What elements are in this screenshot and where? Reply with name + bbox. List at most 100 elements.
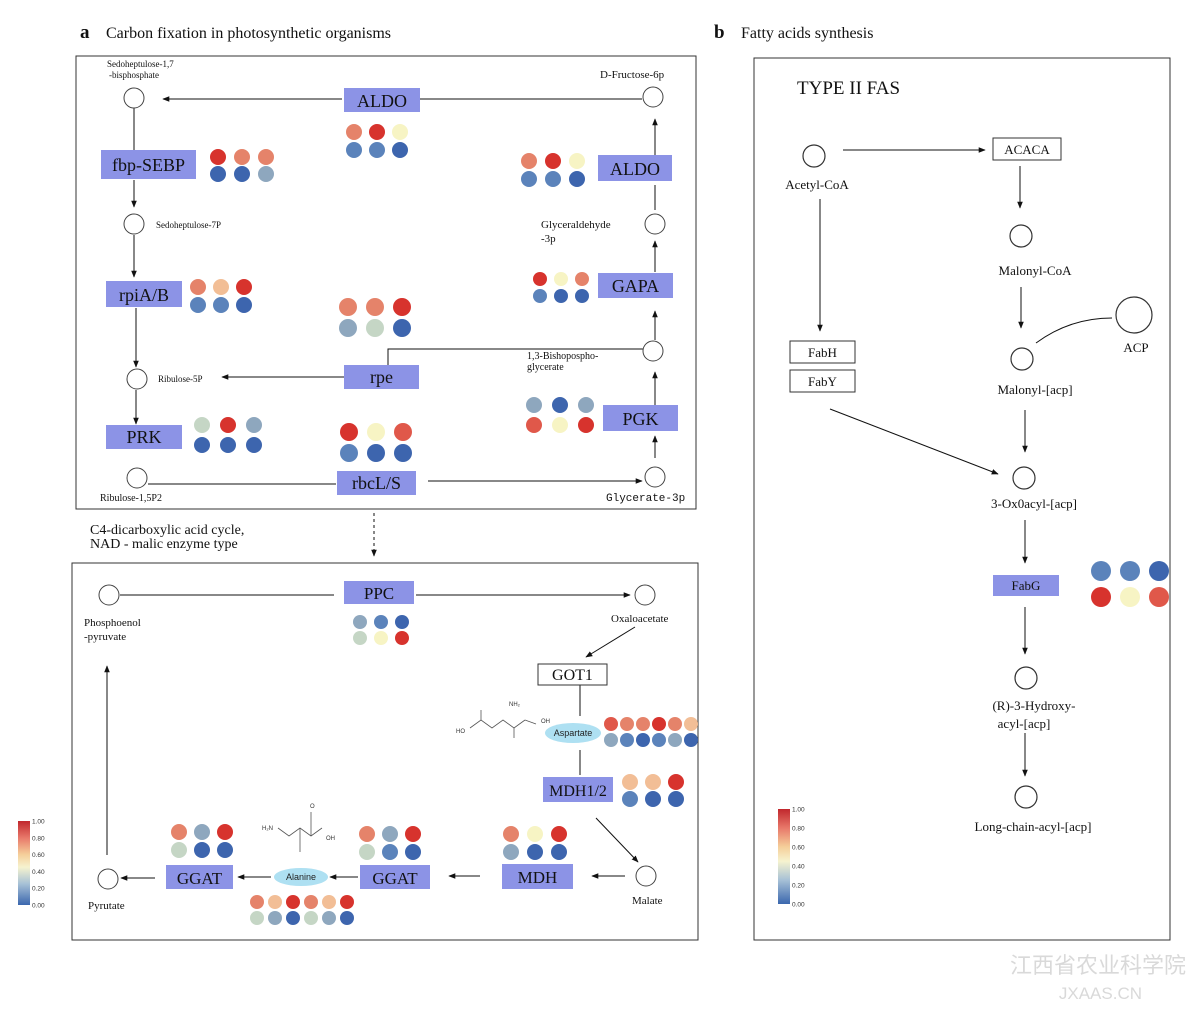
heat-dot-ggat-left-1-1: [194, 842, 210, 858]
enzyme-prk: PRK: [106, 425, 182, 449]
enzyme-acaca: ACACA: [992, 137, 1062, 161]
phosphoenol-label-2: -pyruvate: [84, 631, 126, 643]
enzyme-aldo-right: ALDO: [598, 155, 672, 181]
heat-dot-mdh-0-0: [503, 826, 519, 842]
heat-dot-aspartate-1-1: [620, 733, 634, 747]
scale-tick-0-4: 0.20: [32, 886, 45, 893]
heat-dot-alanine-0-4: [322, 895, 336, 909]
heat-dot-aldo-top-0-1: [369, 124, 385, 140]
heat-dot-mdh-1-2: [551, 844, 567, 860]
enzyme-acaca-label: ACACA: [1004, 142, 1050, 157]
watermark-line2: JXAAS.CN: [1059, 984, 1142, 1003]
hydroxyacyl-acp-node: [1014, 666, 1038, 690]
bisphospho-label-2: glycerate: [527, 362, 564, 373]
heat-dot-ggat-left-1-2: [217, 842, 233, 858]
heat-dot-fbp-sebp-0-1: [234, 149, 250, 165]
heat-dot-rbcl-1-1: [367, 444, 385, 462]
phosphoenolpyruvate-node: [98, 584, 120, 606]
heat-dot-rpia-1-1: [213, 297, 229, 313]
heat-dot-aspartate-1-0: [604, 733, 618, 747]
heat-dot-ggat-right-0-2: [405, 826, 421, 842]
enzyme-mdh12: MDH1/2: [543, 777, 613, 802]
heat-fbp-sebp: [210, 149, 274, 182]
oxoacyl-acp-node: [1012, 466, 1036, 490]
enzyme-aldo-top-label: ALDO: [357, 91, 407, 111]
enzyme-ppc: PPC: [344, 581, 414, 604]
hydroxyacyl-label: (R)-3-Hydroxy-: [992, 698, 1075, 713]
c4-subtitle-2: NAD - malic enzyme type: [90, 537, 238, 552]
heat-ppc: [353, 615, 409, 645]
sedoheptulose-7p-node: [123, 213, 145, 235]
enzyme-ggat-right-label: GGAT: [372, 869, 418, 888]
heat-dot-fabg-1-0: [1091, 587, 1111, 607]
enzyme-aldo-right-label: ALDO: [610, 159, 660, 179]
heat-dot-prk-1-1: [220, 437, 236, 453]
heat-dot-mdh-0-2: [551, 826, 567, 842]
heat-dot-aldo-right-1-0: [521, 171, 537, 187]
heat-dot-gapa-1-0: [533, 289, 547, 303]
heat-dot-aspartate-0-4: [668, 717, 682, 731]
heat-dot-fabg-0-1: [1120, 561, 1140, 581]
malonyl-acp-label: Malonyl-[acp]: [997, 382, 1072, 397]
alanine-o-label: O: [310, 804, 315, 810]
enzyme-gapa: GAPA: [598, 273, 673, 298]
d-fructose-6p-node: [642, 86, 664, 108]
heat-dot-pgk-1-1: [552, 417, 568, 433]
glyceraldehyde-3p-node: [644, 213, 666, 235]
heat-dot-rpe-0-1: [366, 298, 384, 316]
malate-node: [635, 865, 657, 887]
enzyme-pgk-label: PGK: [622, 409, 658, 429]
alanine-oh-label: OH: [326, 836, 335, 842]
heat-dot-gapa-0-2: [575, 272, 589, 286]
aspartate-label: Aspartate: [554, 728, 593, 738]
heat-dot-gapa-1-1: [554, 289, 568, 303]
heat-dot-rbcl-0-1: [367, 423, 385, 441]
heat-dot-ggat-left-0-0: [171, 824, 187, 840]
heat-dot-alanine-0-0: [250, 895, 264, 909]
sedoheptulose-17bp-node: [123, 87, 145, 109]
heat-ggat-left: [171, 824, 233, 858]
scale-tick-0-3: 0.40: [32, 869, 45, 876]
bisphospho-label: 1,3-Bishopospho-: [527, 351, 598, 362]
enzyme-rpe-label: rpe: [370, 367, 393, 387]
alanine-h2n-label: H₂N: [262, 826, 273, 832]
heat-dot-alanine-1-4: [322, 911, 336, 925]
enzyme-got1: GOT1: [537, 663, 608, 686]
heat-dot-mdh-0-1: [527, 826, 543, 842]
heat-dot-prk-0-1: [220, 417, 236, 433]
scale-tick-0-2: 0.60: [32, 852, 45, 859]
glycerate-3p-node: [644, 466, 666, 488]
c4-cycle-frame: [71, 562, 699, 941]
enzyme-ppc-label: PPC: [364, 584, 394, 603]
scale-tick-1-3: 0.40: [792, 864, 805, 871]
glyceraldehyde-label: Glyceraldehyde: [541, 219, 611, 231]
scale-tick-0-5: 0.00: [32, 903, 45, 910]
enzyme-fabg-label: FabG: [1012, 578, 1041, 593]
glyceraldehyde-label-2: -3p: [541, 233, 556, 245]
heat-dot-rpia-1-0: [190, 297, 206, 313]
heat-dot-rbcl-1-2: [394, 444, 412, 462]
heat-dot-rbcl-0-0: [340, 423, 358, 441]
enzyme-mdh: MDH: [502, 864, 573, 889]
heat-dot-ppc-1-1: [374, 631, 388, 645]
heat-dot-rbcl-0-2: [394, 423, 412, 441]
heat-dot-fbp-sebp-1-1: [234, 166, 250, 182]
heat-dot-gapa-0-0: [533, 272, 547, 286]
heat-dot-mdh-1-1: [527, 844, 543, 860]
heat-dot-aldo-right-0-2: [569, 153, 585, 169]
heat-dot-aldo-top-0-2: [392, 124, 408, 140]
scale-tick-1-0: 1.00: [792, 807, 805, 814]
heat-dot-rpia-0-1: [213, 279, 229, 295]
heat-dot-ggat-right-0-0: [359, 826, 375, 842]
heat-dot-fbp-sebp-0-2: [258, 149, 274, 165]
long-chain-label: Long-chain-acyl-[acp]: [975, 819, 1092, 834]
heat-dot-alanine-1-5: [340, 911, 354, 925]
enzyme-rpia-label: rpiA/B: [119, 285, 169, 305]
heat-dot-fabg-1-1: [1120, 587, 1140, 607]
heat-dot-ggat-right-1-2: [405, 844, 421, 860]
heat-dot-rpia-0-2: [236, 279, 252, 295]
hydroxyacyl-label-2: acyl-[acp]: [998, 716, 1051, 731]
heat-dot-alanine-1-0: [250, 911, 264, 925]
enzyme-aldo-top: ALDO: [344, 88, 420, 112]
enzyme-faby-label: FabY: [808, 374, 838, 389]
